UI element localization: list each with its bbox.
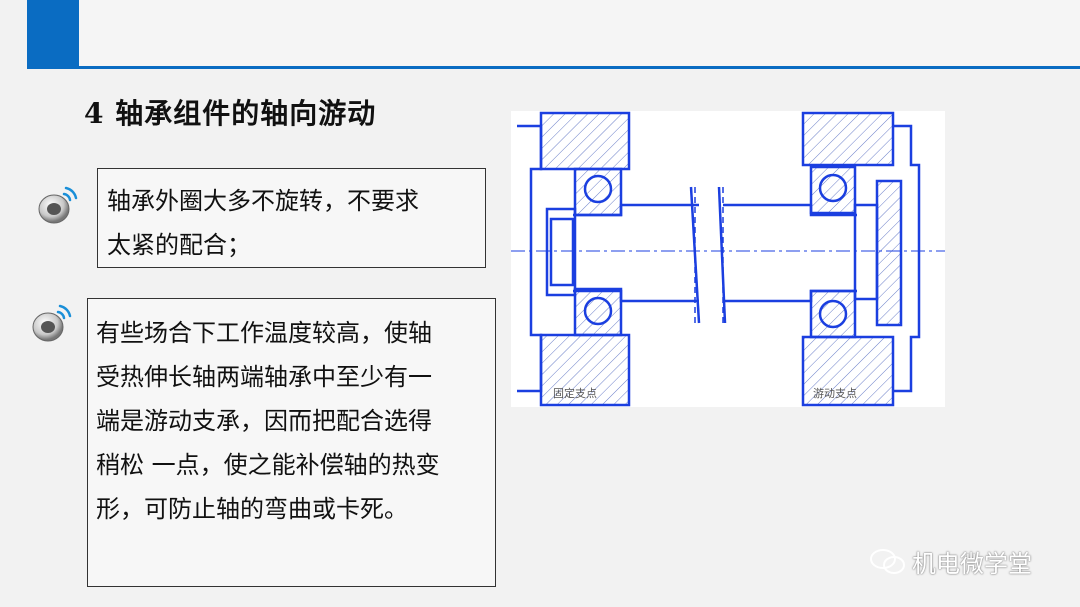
watermark-text: 机电微学堂 [912, 550, 1032, 578]
point-2-line: 受热伸长轴两端轴承中至少有一 [96, 363, 432, 391]
header-band [79, 0, 1080, 66]
speaker-bullet-icon [38, 186, 78, 224]
wechat-icon [870, 548, 905, 574]
bearing-assembly-drawing: 固定支点 游动支点 [511, 111, 945, 407]
floating-support-label: 游动支点 [813, 387, 857, 400]
point-box-2: 有些场合下工作温度较高，使轴 受热伸长轴两端轴承中至少有一 端是游动支承，因而把… [87, 298, 496, 587]
point-box-1: 轴承外圈大多不旋转，不要求 太紧的配合； [97, 168, 486, 268]
speaker-bullet-icon [32, 304, 72, 342]
point-2-line: 有些场合下工作温度较高，使轴 [96, 319, 432, 347]
point-2-line: 稍松 一点，使之能补偿轴的热变 [96, 451, 440, 479]
header-accent-block [27, 0, 79, 68]
header-divider [27, 66, 1080, 69]
fixed-support-label: 固定支点 [553, 386, 597, 400]
point-1-line: 太紧的配合； [107, 231, 251, 259]
point-2-line: 形，可防止轴的弯曲或卡死。 [96, 495, 408, 523]
watermark: 机电微学堂 [870, 544, 1032, 579]
slide-title: 4 轴承组件的轴向游动 [84, 97, 377, 130]
point-2-line: 端是游动支承，因而把配合选得 [96, 407, 432, 435]
point-1-line: 轴承外圈大多不旋转，不要求 [107, 187, 419, 215]
